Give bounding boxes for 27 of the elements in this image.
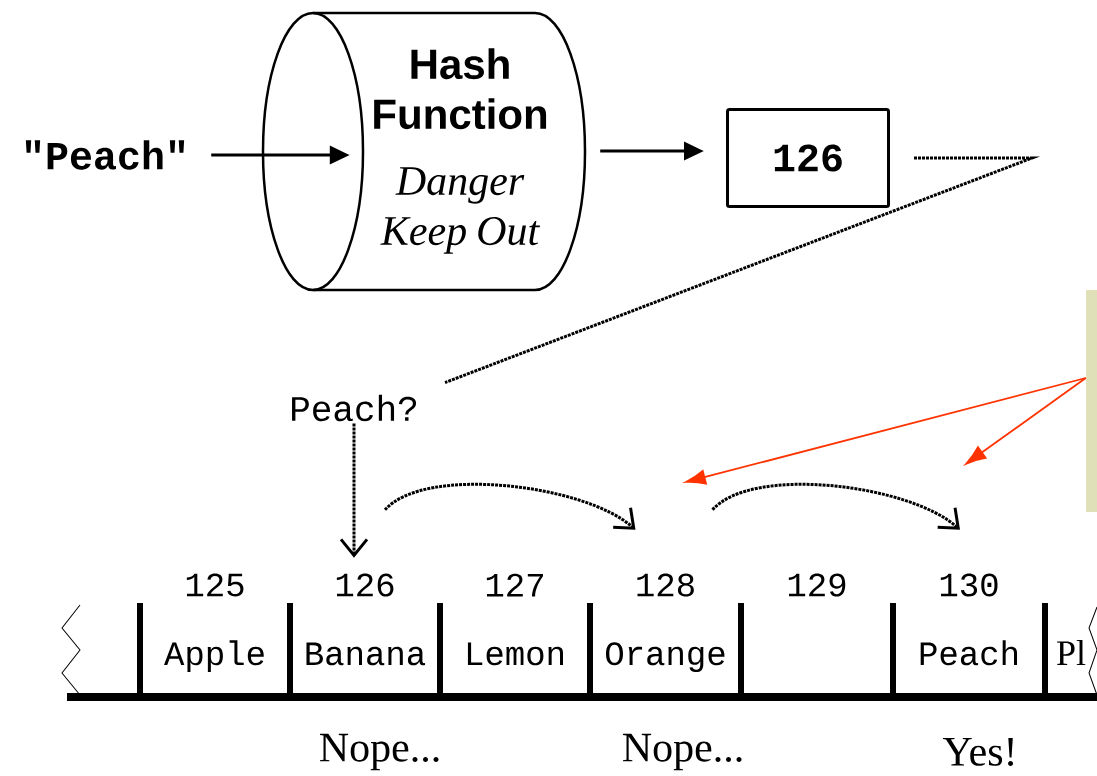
arrow [384, 482, 636, 530]
node-label: Hash Function [374, 48, 547, 130]
result-text: Nope... [623, 733, 742, 771]
input-text: "Peach" [25, 140, 185, 170]
arrow [965, 377, 1087, 465]
index-number: 128 [637, 573, 694, 597]
note-box [1086, 290, 1097, 512]
cylinder: Hash Function Danger Keep Out [261, 11, 587, 292]
array-cell: Banana [306, 642, 426, 666]
index-number: 125 [186, 573, 244, 597]
array-cell: Pl [1057, 640, 1086, 665]
result-text: Nope... [320, 733, 439, 771]
index-number: 129 [788, 573, 846, 597]
query-text: Peach? [292, 394, 417, 422]
result-text: Yes! [942, 737, 1014, 767]
value-box: 126 [726, 108, 890, 208]
index-number: 126 [336, 573, 394, 597]
arrow [685, 377, 1087, 485]
node-label: Danger Keep Out [380, 167, 541, 254]
array-cell: Orange [606, 642, 725, 673]
array-cell: Lemon [467, 642, 563, 666]
array-cell: Apple [164, 640, 264, 673]
arrow [339, 423, 369, 558]
index-number: 127 [486, 573, 543, 597]
array-cell: Peach [920, 640, 1017, 666]
index-number: 130 [940, 573, 998, 597]
arrow [711, 482, 960, 530]
